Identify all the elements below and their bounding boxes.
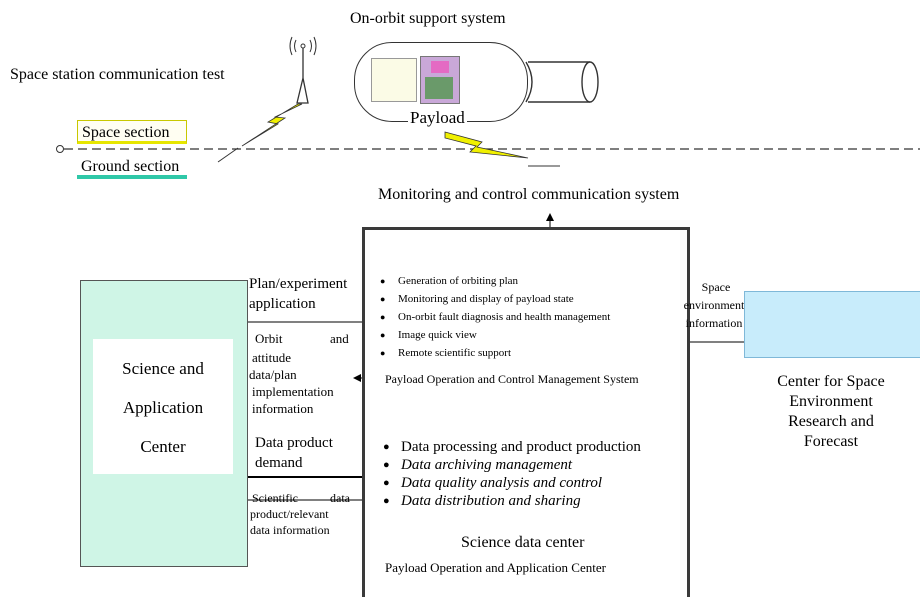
module-cylinder (528, 61, 590, 103)
orbit-label-3: data/plan (249, 367, 297, 382)
monitoring-title: Monitoring and control communication sys… (378, 186, 680, 203)
pocms-item: Monitoring and display of payload state (380, 293, 574, 305)
payload-operation-application-center-box (362, 227, 690, 597)
panel-left-icon (371, 58, 417, 102)
space-section-label: Space section (77, 120, 187, 144)
sdc-item: Data archiving management (383, 457, 572, 474)
sci-label-1: Scientific (252, 491, 298, 505)
pocms-item: Remote scientific support (380, 347, 511, 359)
forecast-line3: Research and (788, 413, 874, 430)
plan-label-2: application (249, 296, 316, 312)
pocms-item: On-orbit fault diagnosis and health mana… (380, 311, 610, 323)
plan-label-1: Plan/experiment (249, 276, 348, 292)
env-label-2: environment (683, 298, 745, 312)
orbit-label-and: and (330, 331, 349, 346)
orbit-label-5: information (252, 401, 314, 416)
env-label-3: information (685, 316, 743, 330)
sci-label-2: product/relevant (250, 507, 329, 521)
poac-label: Payload Operation and Application Center (385, 560, 606, 575)
forecast-line1: Center for Space (777, 373, 885, 390)
demand-label-1: Data product (255, 435, 333, 451)
sdc-label: Science data center (461, 534, 585, 551)
orbit-label-1: Orbit (255, 331, 283, 346)
payload-lightning-icon (444, 131, 529, 159)
sac-line3: Center (140, 437, 186, 456)
sdc-item: Data distribution and sharing (383, 493, 581, 510)
env-label-1: Space (701, 280, 731, 294)
forecast-line4: Forecast (803, 433, 859, 450)
lightning-bolt-icon (241, 103, 303, 147)
divider-start-dot (56, 145, 64, 153)
onorbit-title: On-orbit support system (350, 10, 506, 27)
orbit-label-4: implementation (252, 384, 334, 399)
science-application-center-inner (93, 339, 233, 474)
sac-line1: Science and (122, 359, 204, 378)
sci-label-data: data (330, 491, 350, 505)
ground-section-label: Ground section (77, 155, 187, 179)
sac-line2: Application (122, 398, 204, 417)
pocms-label: Payload Operation and Control Management… (385, 372, 639, 386)
sdc-item: Data processing and product production (383, 439, 641, 456)
payload-label: Payload (408, 108, 467, 128)
forecast-center-box (744, 291, 920, 358)
panel-right-icon (420, 56, 460, 104)
forecast-line2: Environment (789, 393, 873, 410)
sci-label-3: data information (250, 523, 330, 537)
antenna-icon (296, 77, 309, 104)
orbit-label-2: attitude (252, 350, 291, 365)
pocms-item: Image quick view (380, 329, 477, 341)
comm-test-title: Space station communication test (10, 66, 225, 83)
sdc-item: Data quality analysis and control (383, 475, 602, 492)
demand-label-2: demand (255, 455, 303, 471)
pocms-item: Generation of orbiting plan (380, 275, 518, 287)
